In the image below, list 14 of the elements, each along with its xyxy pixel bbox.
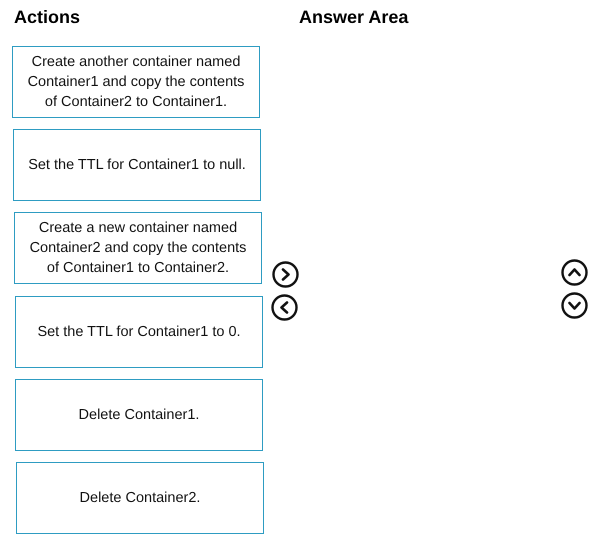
action-card: [16, 462, 264, 534]
column-heading: Answer Area: [299, 6, 408, 28]
action-card: [15, 379, 263, 451]
action-text: Create a new container named Container2 and copy the contents of Container1 to Container2.: [28, 219, 248, 278]
column-heading: Actions: [14, 6, 80, 28]
action-text: Create another container named Container1 and copy the contents of Container2 to Container1.: [26, 53, 246, 112]
action-card: [15, 296, 263, 368]
action-card: [12, 46, 260, 118]
action-card: [14, 212, 262, 284]
action-text: Delete Container2.: [80, 489, 200, 508]
action-card: [13, 129, 261, 201]
action-text: Set the TTL for Container1 to 0.: [37, 323, 241, 342]
action-text: Set the TTL for Container1 to null.: [28, 156, 246, 175]
action-text: Delete Container1.: [78, 406, 200, 425]
